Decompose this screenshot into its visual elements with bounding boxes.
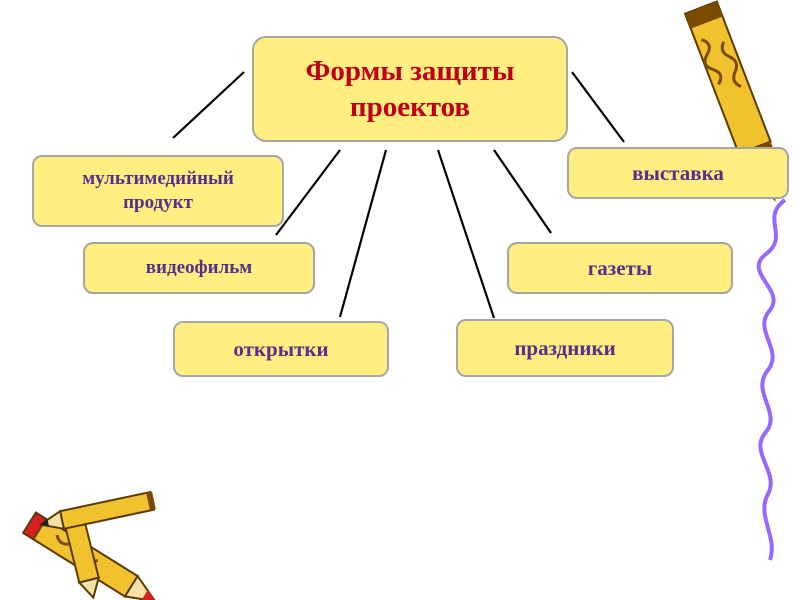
connector-newspapers	[493, 149, 552, 234]
connector-multimedia	[172, 71, 245, 139]
pencils-icon	[21, 490, 158, 600]
connectors	[172, 71, 625, 319]
node-video: видеофильм	[83, 242, 315, 294]
root-node: Формы защиты проектов	[252, 36, 568, 142]
wavy-line	[756, 198, 787, 561]
connector-holidays	[436, 149, 496, 319]
connector-video	[275, 149, 341, 236]
node-multimedia: мультимедийный продукт	[32, 155, 284, 227]
node-holidays: праздники	[456, 319, 674, 377]
node-newspapers: газеты	[507, 242, 733, 294]
connector-postcards	[338, 149, 388, 318]
node-postcards: открытки	[173, 321, 389, 377]
connector-exhibition	[571, 71, 625, 143]
node-exhibition: выставка	[567, 147, 789, 199]
